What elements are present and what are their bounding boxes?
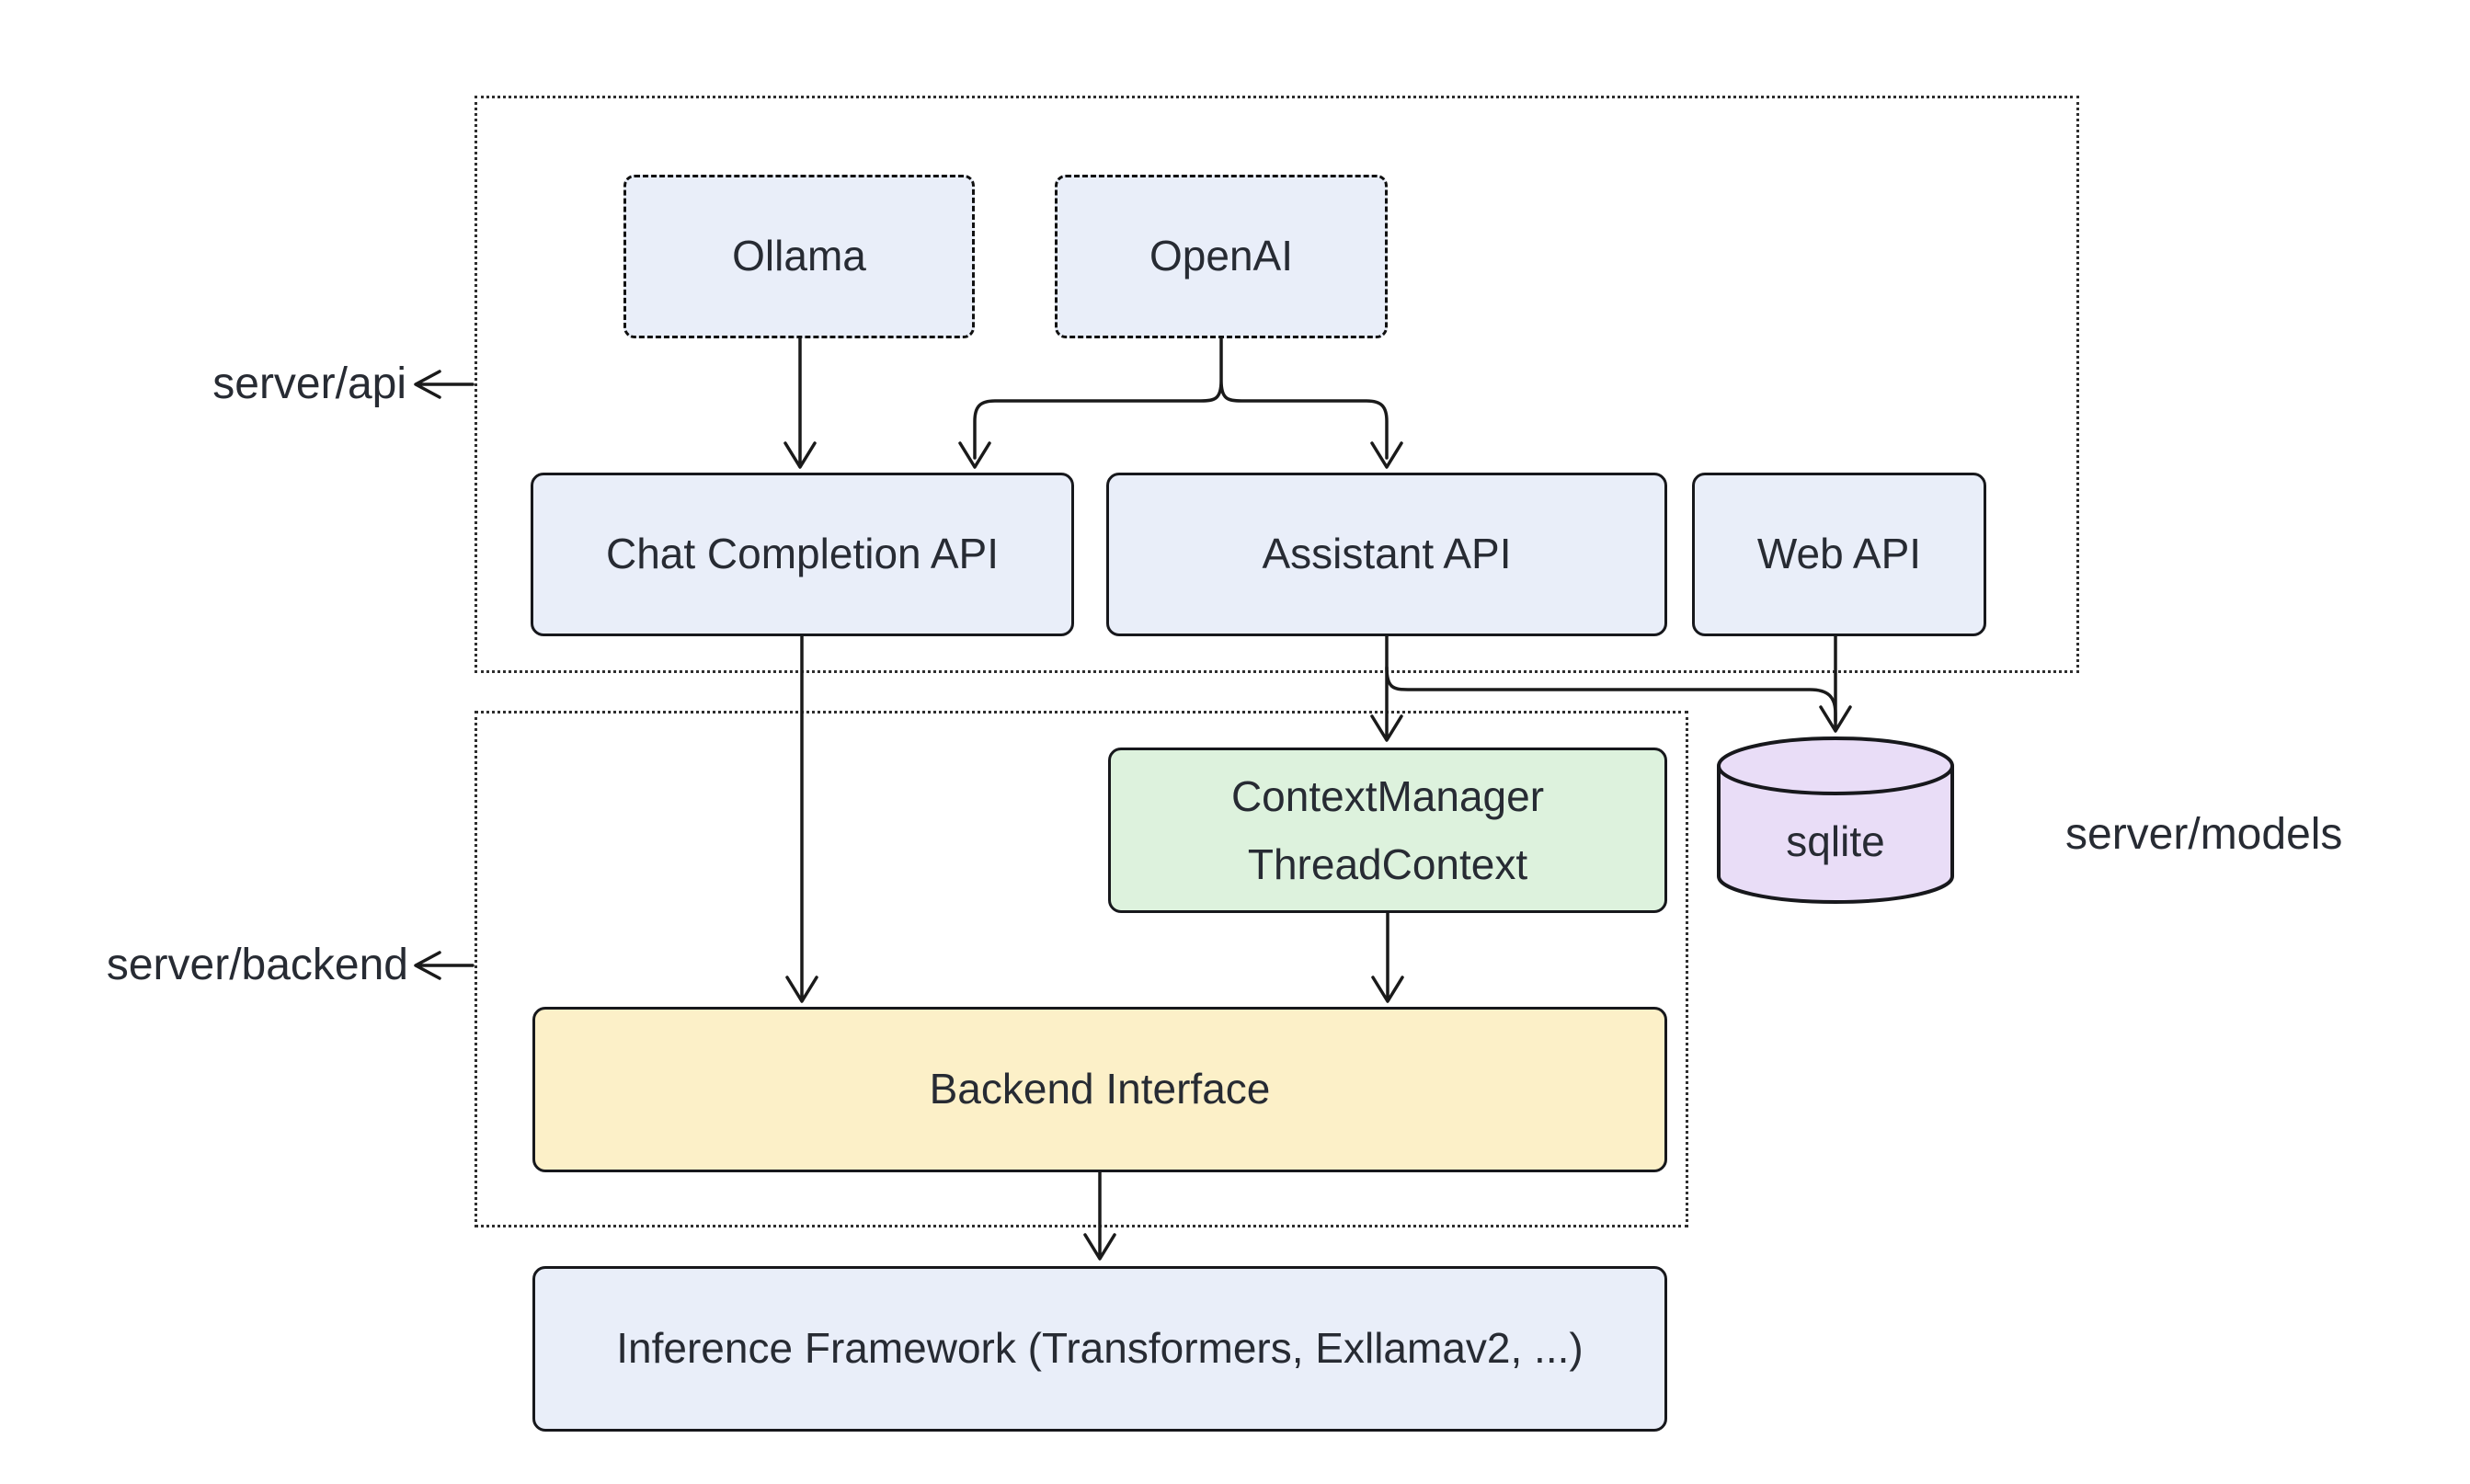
node-chat-completion-api-label: Chat Completion API — [605, 530, 999, 578]
sqlite-cylinder-top — [1717, 736, 1954, 795]
node-context-manager-line1: ContextManager — [1230, 772, 1545, 820]
server-backend-pointer-arrow — [414, 951, 475, 980]
node-web-api: Web API — [1692, 473, 1986, 636]
label-server-models: server/models — [2065, 810, 2343, 859]
label-server-backend: server/backend — [106, 941, 408, 989]
node-openai-label: OpenAI — [1149, 232, 1293, 280]
node-inference-framework: Inference Framework (Transformers, Exlla… — [532, 1266, 1667, 1432]
node-inference-framework-label: Inference Framework (Transformers, Exlla… — [616, 1324, 1584, 1373]
node-context-manager: ContextManager ThreadContext — [1108, 748, 1667, 913]
server-api-container — [475, 96, 2079, 673]
node-web-api-label: Web API — [1756, 530, 1922, 578]
node-openai: OpenAI — [1055, 175, 1388, 338]
node-ollama-label: Ollama — [732, 232, 866, 280]
server-api-pointer-arrow — [414, 370, 475, 399]
node-assistant-api: Assistant API — [1106, 473, 1667, 636]
server-backend-container — [475, 711, 1688, 1227]
node-chat-completion-api: Chat Completion API — [531, 473, 1074, 636]
node-ollama: Ollama — [623, 175, 975, 338]
node-sqlite-label: sqlite — [1786, 817, 1885, 865]
label-server-api: server/api — [212, 360, 406, 408]
node-assistant-api-label: Assistant API — [1262, 530, 1512, 578]
node-backend-interface-label: Backend Interface — [929, 1065, 1271, 1113]
node-backend-interface: Backend Interface — [532, 1007, 1667, 1172]
node-context-manager-line2: ThreadContext — [1247, 840, 1528, 888]
